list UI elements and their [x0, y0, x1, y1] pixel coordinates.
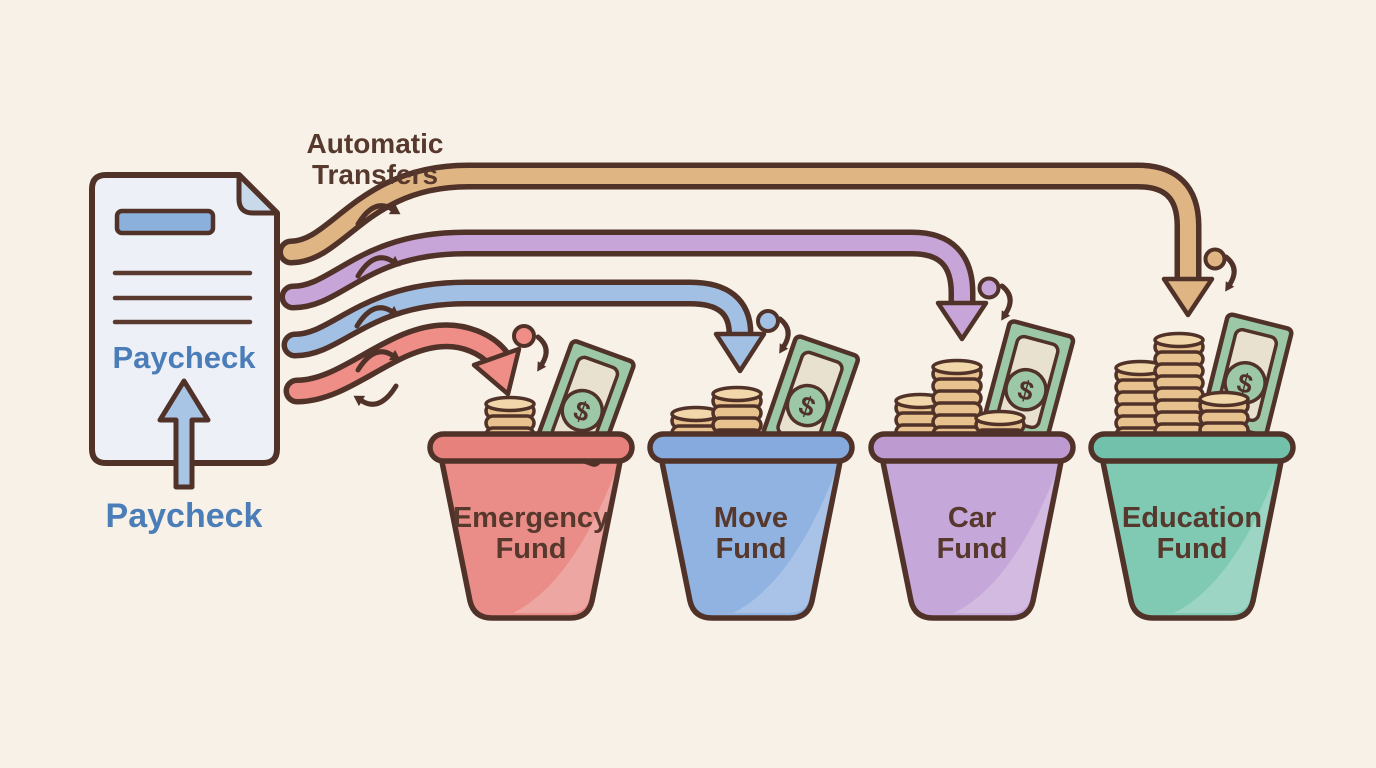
coin-stack — [1153, 331, 1205, 440]
transfer-pipe-move — [281, 279, 767, 374]
transfer-pipe-emergency — [283, 322, 522, 405]
coin-stack — [1198, 390, 1250, 439]
coin-drop-icon-emergency — [512, 324, 546, 372]
automatic-transfers-line1: Automatic — [307, 128, 444, 159]
bucket-highlight — [954, 470, 1057, 613]
bucket-label-line2: Fund — [1157, 533, 1228, 565]
arrowhead-education — [1161, 276, 1215, 318]
coin-drop-icon-move — [756, 309, 788, 354]
bucket-car-fund: Car Fund — [868, 320, 1076, 621]
bucket-body — [1098, 449, 1286, 621]
document-paper — [89, 172, 280, 466]
bucket-rim — [647, 431, 855, 464]
bucket-label-line1: Move — [714, 502, 788, 534]
document-fold-corner — [236, 172, 280, 216]
transfer-pipe-education — [277, 162, 1215, 318]
automatic-transfers-line2: Transfers — [312, 159, 438, 190]
automatic-transfers-label: Automatic Transfers — [307, 128, 444, 190]
bucket-label-line1: Emergency — [453, 502, 609, 534]
deposit-up-arrow — [157, 378, 211, 490]
bucket-label-line2: Fund — [716, 533, 787, 565]
bucket-body — [878, 449, 1066, 621]
arrowhead-car — [935, 300, 989, 342]
bucket-label-line2: Fund — [937, 533, 1008, 565]
coin-stack — [931, 358, 983, 443]
bucket-rim — [1088, 431, 1296, 464]
bucket-rim — [868, 431, 1076, 464]
paycheck-document-label: Paycheck — [112, 340, 256, 375]
bucket-body — [657, 449, 845, 621]
bucket-label-line1: Car — [948, 502, 996, 534]
coin-drop-icon-car — [977, 276, 1011, 321]
paycheck-caption: Paycheck — [106, 497, 263, 535]
coin-drop-icon-education — [1203, 247, 1235, 292]
bucket-label-line2: Fund — [496, 533, 567, 565]
transfer-pipe-car — [279, 229, 989, 342]
paycheck-document: Paycheck Paycheck — [89, 172, 280, 535]
document-header-bar — [114, 208, 216, 236]
bucket-move-fund: Move Fund — [647, 335, 859, 621]
bucket-highlight — [513, 470, 616, 613]
document-text-lines — [112, 270, 253, 325]
arrowhead-move — [713, 331, 767, 374]
bucket-label-line1: Education — [1122, 502, 1262, 534]
arrowhead-emergency — [471, 346, 522, 397]
bucket-body — [437, 449, 625, 621]
bucket-rim — [427, 431, 635, 464]
bucket-emergency-fund: Emergency Fund — [427, 340, 635, 621]
bucket-highlight — [733, 470, 836, 613]
bucket-highlight — [1174, 470, 1277, 613]
bucket-education-fund: Education Fund — [1088, 314, 1296, 621]
